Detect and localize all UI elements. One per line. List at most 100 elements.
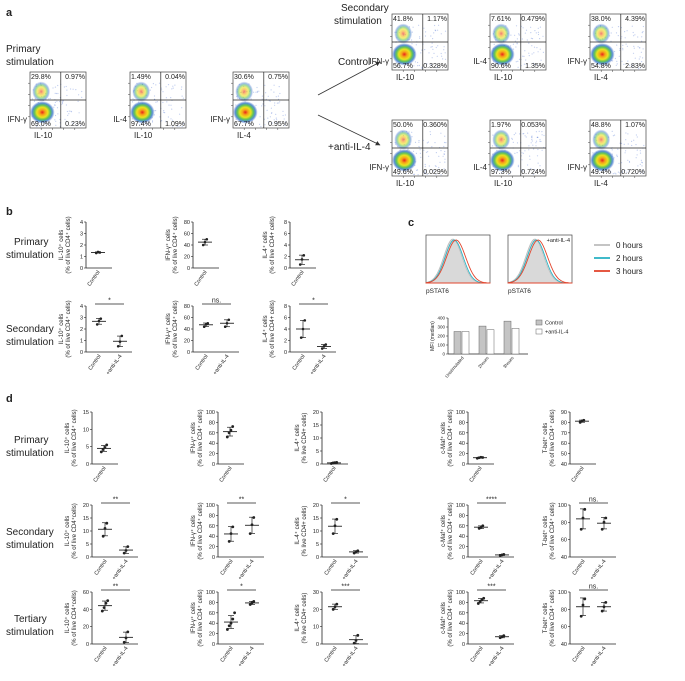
flow-x-label: IL-10	[494, 73, 513, 82]
flow-event	[639, 163, 641, 165]
flow-event	[521, 152, 523, 154]
mfi-bar	[461, 331, 470, 355]
data-point	[124, 549, 128, 552]
category-label: Control	[571, 466, 586, 484]
y-tick-label: 20	[313, 410, 319, 416]
y-tick-label: 0	[316, 462, 319, 468]
flow-event	[270, 107, 272, 109]
data-point	[225, 435, 229, 439]
flow-event	[539, 38, 541, 40]
data-point	[320, 347, 324, 350]
flow-x-label: IL-10	[134, 131, 153, 140]
flow-event	[514, 40, 517, 42]
flow-event	[261, 105, 263, 107]
data-point	[583, 507, 587, 511]
flow-event	[250, 98, 252, 100]
y-tick-label: 0	[80, 266, 83, 272]
flow-event	[642, 31, 644, 33]
data-point	[227, 318, 231, 322]
flow-event	[425, 31, 427, 33]
y-axis-label: MFI (median)	[430, 321, 436, 351]
category-label: Control	[469, 466, 484, 484]
flow-event	[161, 120, 163, 122]
y-tick-label: 20	[209, 545, 215, 551]
category-label: Control	[88, 354, 103, 372]
flow-event	[418, 64, 420, 67]
flow-event	[75, 89, 77, 91]
flow-event	[536, 155, 539, 157]
quadrant-label-q2: 0.75%	[268, 74, 288, 81]
flow-event	[282, 110, 284, 112]
flow-event	[176, 125, 178, 127]
flow-event	[262, 103, 264, 105]
y-tick-label: 0	[284, 266, 287, 272]
y-axis-label-line1: IFN-γ⁺ cells	[190, 422, 197, 454]
quadrant-label-q4: 0.029%	[423, 169, 447, 176]
category-label: Control	[572, 646, 587, 664]
flow-event	[515, 46, 517, 48]
category-label: +anti-IL-4	[487, 559, 505, 582]
flow-event	[259, 116, 261, 118]
flow-event	[510, 171, 512, 173]
flow-event	[58, 101, 61, 103]
flow-event	[620, 162, 623, 164]
flow-event	[255, 104, 257, 106]
flow-event	[536, 136, 539, 138]
data-point	[502, 634, 506, 638]
flow-event	[443, 153, 445, 155]
mfi-bar	[478, 325, 487, 355]
y-axis-label-line1: IL-10⁺ cells	[64, 516, 71, 547]
flow-event	[611, 130, 613, 132]
flow-event	[62, 100, 64, 102]
category-label: +anti-IL-4	[212, 354, 230, 377]
y-tick-label: 60	[209, 431, 215, 437]
y-tick-label: 400	[437, 316, 445, 321]
data-point	[227, 540, 231, 543]
flow-event	[424, 170, 426, 172]
data-point	[302, 254, 306, 257]
flow-event	[516, 152, 518, 154]
y-tick-label: 0	[80, 350, 83, 356]
y-axis-label-line2: (% of live CD4⁺ cells)	[65, 300, 72, 357]
flow-event	[63, 86, 65, 88]
y-tick-label: 10	[313, 436, 319, 442]
y-tick-label: 15	[83, 410, 89, 416]
flow-event	[419, 152, 421, 154]
data-point	[231, 617, 235, 621]
flow-event	[284, 114, 286, 116]
y-tick-label: 2	[284, 339, 287, 345]
flow-event	[642, 48, 644, 50]
flow-event	[181, 95, 183, 97]
flow-event	[516, 42, 518, 44]
flow-event	[618, 55, 620, 57]
flow-event	[603, 65, 605, 67]
mfi-legend-label: Control	[545, 321, 563, 327]
quadrant-label-q2: 0.479%	[521, 16, 545, 23]
mfi-legend-label: +anti-IL-4	[545, 330, 568, 336]
flow-event	[610, 32, 612, 34]
y-tick-label: 40	[459, 621, 465, 627]
flow-event	[542, 35, 544, 37]
flow-event	[53, 106, 55, 108]
flow-event	[421, 66, 423, 68]
flow-event	[253, 91, 255, 93]
flow-event	[434, 24, 436, 27]
flow-event	[414, 141, 417, 143]
flow-event	[261, 95, 263, 97]
flow-density-main	[490, 149, 515, 172]
flow-event	[634, 34, 636, 36]
y-axis-label-line2: (% of live CD4⁺ cells)	[197, 502, 204, 559]
flow-event	[78, 112, 80, 114]
data-point	[118, 340, 122, 343]
y-tick-label: 100	[206, 410, 215, 416]
flow-event	[431, 57, 433, 59]
flow-event	[153, 95, 156, 97]
flow-event	[411, 67, 413, 69]
flow-event	[273, 91, 275, 93]
